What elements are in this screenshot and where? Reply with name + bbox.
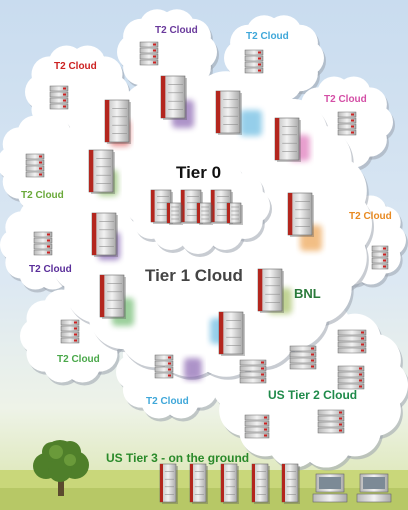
t2-rack-2 bbox=[244, 49, 264, 74]
tier1-server-4 bbox=[274, 117, 301, 162]
tier1-server-5 bbox=[88, 149, 115, 194]
tier0-server-small-3 bbox=[226, 202, 243, 225]
tree-illustration bbox=[33, 440, 89, 496]
us-tier3-tower-5 bbox=[281, 463, 300, 504]
tier1-server-6 bbox=[287, 192, 314, 237]
tier0-server-small-2 bbox=[196, 202, 213, 225]
us-tier3-desktop-1 bbox=[312, 473, 348, 503]
us-tier2-rack-4 bbox=[244, 414, 270, 439]
tier1-server-3 bbox=[104, 99, 131, 144]
tier1-server-8 bbox=[99, 274, 126, 319]
t2-cloud-label-right-middle: T2 Cloud bbox=[349, 211, 392, 222]
t2-rack-5 bbox=[25, 153, 45, 178]
tier1-server-9 bbox=[257, 268, 284, 313]
us-tier2-rack-5 bbox=[317, 409, 345, 434]
us-tier3-tower-1 bbox=[159, 463, 178, 504]
us-tier3-label: US Tier 3 - on the ground bbox=[106, 451, 250, 465]
us-tier2-rack-6 bbox=[337, 365, 365, 390]
us-tier2-rack-2 bbox=[289, 345, 317, 370]
tier0-label: Tier 0 bbox=[176, 163, 222, 182]
us-tier2-rack-1 bbox=[239, 359, 267, 384]
t2-cloud-label-left-lower: T2 Cloud bbox=[57, 354, 100, 365]
tier1-cloud-label: Tier 1 Cloud bbox=[145, 266, 243, 285]
t2-cloud-label-top-right: T2 Cloud bbox=[246, 31, 289, 42]
tier1-server-7 bbox=[91, 212, 118, 257]
us-tier3-desktop-2 bbox=[356, 473, 392, 503]
tier1-server-2 bbox=[215, 90, 242, 135]
t2-rack-9 bbox=[154, 354, 174, 379]
t2-rack-8 bbox=[60, 319, 80, 344]
t2-rack-1 bbox=[139, 41, 159, 66]
bnl-label: BNL bbox=[294, 286, 321, 301]
t2-cloud-label-left-middle: T2 Cloud bbox=[29, 264, 72, 275]
us-tier3-tower-4 bbox=[251, 463, 270, 504]
t2-cloud-label-top-left: T2 Cloud bbox=[54, 61, 97, 72]
tier1-server-10 bbox=[218, 311, 245, 356]
t2-rack-3 bbox=[49, 85, 69, 110]
tier1-server-1 bbox=[160, 75, 187, 120]
t2-cloud-label-bottom: T2 Cloud bbox=[146, 396, 189, 407]
t2-cloud-label-right-upper: T2 Cloud bbox=[324, 94, 367, 105]
tier0-server-small-1 bbox=[166, 202, 183, 225]
t2-cloud-label-left-upper: T2 Cloud bbox=[21, 190, 64, 201]
t2-rack-4 bbox=[337, 111, 357, 136]
us-tier2-rack-3 bbox=[337, 329, 367, 354]
t2-cloud-label-top: T2 Cloud bbox=[155, 25, 198, 36]
t2-rack-7 bbox=[33, 231, 53, 256]
t2-rack-6 bbox=[371, 245, 389, 270]
us-tier3-tower-2 bbox=[189, 463, 208, 504]
us-tier2-cloud-label: US Tier 2 Cloud bbox=[268, 388, 358, 402]
us-tier3-tower-3 bbox=[220, 463, 239, 504]
